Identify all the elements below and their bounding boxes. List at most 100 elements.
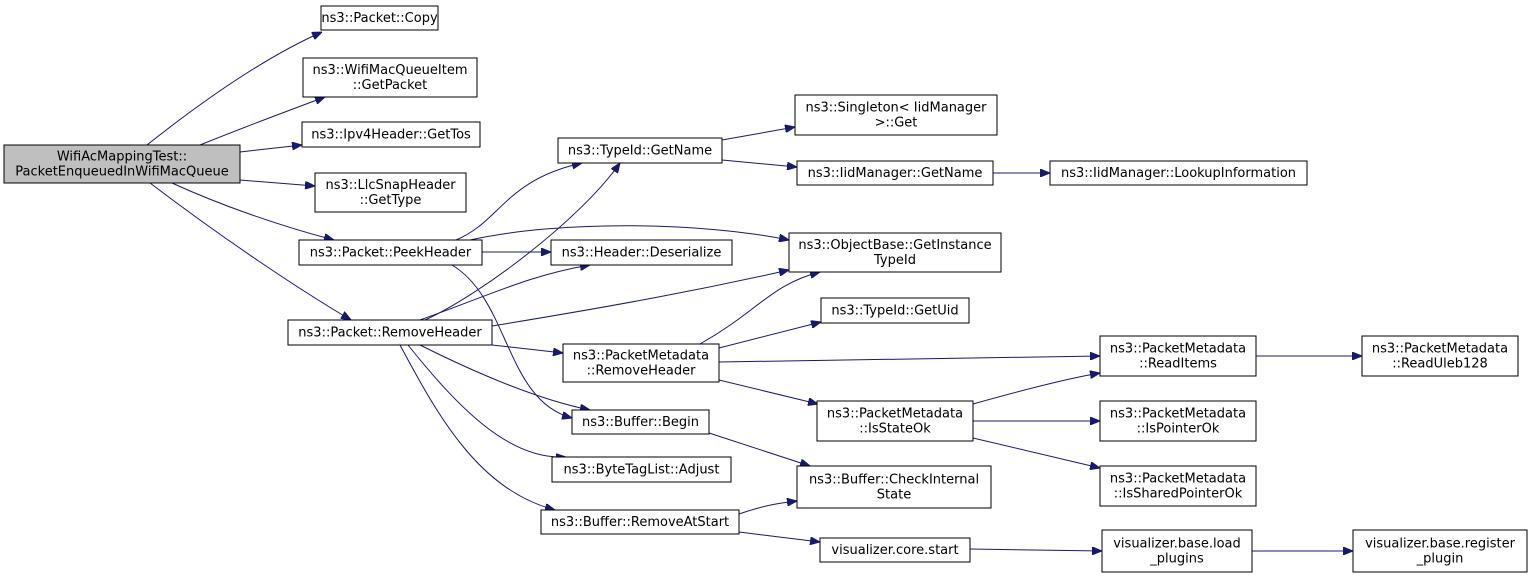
- node-label: ns3::PacketMetadata: [827, 407, 963, 422]
- node-ipv4_gettos[interactable]: ns3::Ipv4Header::GetTos: [301, 121, 481, 148]
- nodes-layer: WifiAcMappingTest::PacketEnqueuedInWifiM…: [3, 5, 1528, 573]
- node-label: ::GetType: [360, 193, 422, 208]
- node-pkt_copy[interactable]: ns3::Packet::Copy: [320, 5, 439, 31]
- node-box: [540, 509, 740, 535]
- node-typeid_getuid[interactable]: ns3::TypeId::GetUid: [820, 297, 970, 324]
- node-pm_isstateok[interactable]: ns3::PacketMetadata::IsStateOk: [816, 400, 974, 442]
- edge-root-to-pkt_copy: [146, 32, 322, 146]
- edge-buf_removeatstart-to-buf_checkinternal: [738, 501, 797, 515]
- node-box: [571, 409, 710, 435]
- node-pm_issharedpointerok[interactable]: ns3::PacketMetadata::IsSharedPointerOk: [1099, 465, 1257, 507]
- node-box: [314, 172, 467, 213]
- node-iid_lookup[interactable]: ns3::IidManager::LookupInformation: [1049, 160, 1308, 186]
- edge-root-to-pkt_removeheader: [149, 182, 351, 320]
- node-box: [788, 232, 1002, 273]
- edge-pkt_peekheader-to-typeid_getname: [455, 163, 582, 241]
- edge-pm_removeheader-to-pm_readitems: [718, 356, 1100, 363]
- edge-pm_isstateok-to-pm_issharedpointerok: [972, 437, 1100, 468]
- node-box: [287, 319, 493, 346]
- edge-pm_removeheader-to-objbase_getinstance: [699, 272, 820, 345]
- edge-pkt_removeheader-to-header_deserialize: [419, 265, 590, 321]
- node-label: ns3::Singleton< IidManager: [805, 101, 987, 116]
- node-pm_removeheader[interactable]: ns3::PacketMetadata::RemoveHeader: [562, 343, 720, 383]
- node-label: ns3::Packet::Copy: [321, 11, 438, 26]
- node-label: _plugin: [1416, 552, 1464, 567]
- edge-pm_removeheader-to-typeid_getuid: [718, 322, 821, 349]
- node-label: ns3::PacketMetadata: [573, 349, 709, 364]
- node-box: [298, 239, 483, 266]
- node-box: [301, 121, 481, 148]
- node-root[interactable]: WifiAcMappingTest::PacketEnqueuedInWifiM…: [3, 144, 241, 184]
- node-box: [562, 343, 720, 383]
- node-iid_getname[interactable]: ns3::IidManager::GetName: [796, 160, 994, 186]
- edge-pkt_peekheader-to-buf_begin: [451, 264, 572, 418]
- edge-pkt_removeheader-to-btl_adjust: [407, 344, 566, 457]
- node-label: ::IsStateOk: [859, 422, 931, 437]
- node-label: ns3::PacketMetadata: [1110, 407, 1246, 422]
- node-viz_load[interactable]: visualizer.base.load_plugins: [1101, 529, 1253, 573]
- edge-pm_isstateok-to-pm_readitems: [972, 373, 1100, 405]
- node-label: ::ReadUleb128: [1392, 357, 1488, 372]
- edge-viz_start-to-viz_load: [969, 549, 1102, 551]
- node-box: [1352, 529, 1528, 573]
- node-buf_removeatstart[interactable]: ns3::Buffer::RemoveAtStart: [540, 509, 740, 535]
- node-btl_adjust[interactable]: ns3::ByteTagList::Adjust: [551, 456, 732, 483]
- node-label: ::GetPacket: [353, 78, 427, 93]
- edge-pkt_removeheader-to-buf_begin: [419, 344, 590, 410]
- edge-pkt_removeheader-to-typeid_getname: [424, 163, 620, 321]
- node-box: [1049, 160, 1308, 186]
- node-label: visualizer.base.load: [1113, 537, 1241, 552]
- node-label: ns3::ObjectBase::GetInstance: [798, 238, 991, 253]
- node-label: ns3::Packet::PeekHeader: [310, 246, 472, 261]
- node-label: ns3::Buffer::RemoveAtStart: [551, 515, 729, 530]
- node-label: ns3::LlcSnapHeader: [325, 178, 456, 193]
- node-header_deserialize[interactable]: ns3::Header::Deserialize: [550, 239, 733, 266]
- edge-pkt_removeheader-to-pm_removeheader: [491, 344, 563, 353]
- edge-root-to-pkt_peekheader: [171, 182, 334, 240]
- node-label: ::IsPointerOk: [1137, 422, 1220, 437]
- node-pkt_peekheader[interactable]: ns3::Packet::PeekHeader: [298, 239, 483, 266]
- node-viz_register[interactable]: visualizer.base.register_plugin: [1352, 529, 1528, 573]
- node-label: ns3::PacketMetadata: [1372, 342, 1508, 357]
- node-label: ::RemoveHeader: [587, 364, 697, 379]
- node-label: visualizer.base.register: [1365, 537, 1516, 552]
- node-box: [1099, 465, 1257, 507]
- edge-buf_begin-to-buf_checkinternal: [708, 432, 810, 466]
- node-box: [550, 239, 733, 266]
- node-box: [1101, 529, 1253, 573]
- node-box: [3, 144, 241, 184]
- node-label: ns3::Packet::RemoveHeader: [298, 326, 482, 341]
- node-pm_readuleb[interactable]: ns3::PacketMetadata::ReadUleb128: [1361, 335, 1519, 377]
- edge-buf_removeatstart-to-viz_start: [738, 531, 820, 542]
- node-box: [796, 465, 992, 509]
- node-label: ns3::Ipv4Header::GetTos: [311, 128, 471, 143]
- node-viz_start[interactable]: visualizer.core.start: [819, 537, 971, 563]
- node-box: [820, 297, 970, 324]
- node-pkt_removeheader[interactable]: ns3::Packet::RemoveHeader: [287, 319, 493, 346]
- node-llc_gettype[interactable]: ns3::LlcSnapHeader::GetType: [314, 172, 467, 213]
- node-typeid_getname[interactable]: ns3::TypeId::GetName: [557, 137, 723, 164]
- node-label: ns3::PacketMetadata: [1110, 342, 1246, 357]
- node-singleton_get[interactable]: ns3::Singleton< IidManager>::Get: [794, 94, 998, 136]
- node-label: State: [877, 488, 911, 503]
- node-box: [1099, 335, 1257, 377]
- edge-pkt_removeheader-to-buf_removeatstart: [399, 344, 555, 510]
- node-pm_ispointerok[interactable]: ns3::PacketMetadata::IsPointerOk: [1099, 400, 1257, 442]
- node-label: ns3::WifiMacQueueItem: [312, 63, 467, 78]
- node-label: >::Get: [875, 116, 918, 131]
- node-box: [819, 537, 971, 563]
- node-label: ns3::IidManager::LookupInformation: [1061, 166, 1296, 181]
- node-pm_readitems[interactable]: ns3::PacketMetadata::ReadItems: [1099, 335, 1257, 377]
- node-label: ns3::IidManager::GetName: [808, 166, 983, 181]
- node-box: [320, 5, 439, 31]
- node-box: [796, 160, 994, 186]
- node-label: ns3::Buffer::Begin: [582, 415, 699, 430]
- node-wmqi_getpacket[interactable]: ns3::WifiMacQueueItem::GetPacket: [302, 57, 478, 98]
- edges-layer: [146, 32, 1362, 551]
- node-label: ns3::Buffer::CheckInternal: [809, 473, 979, 488]
- node-buf_begin[interactable]: ns3::Buffer::Begin: [571, 409, 710, 435]
- node-box: [794, 94, 998, 136]
